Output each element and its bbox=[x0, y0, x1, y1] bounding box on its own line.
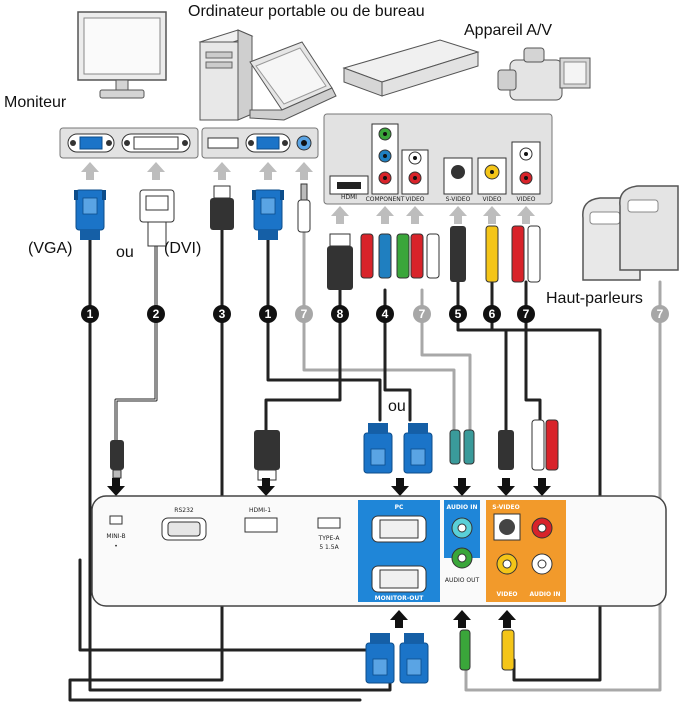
vga-plug-proj-1 bbox=[363, 422, 393, 474]
cable-number-usb: 3 bbox=[213, 305, 231, 323]
av-svideo-label: S-VIDEO bbox=[446, 196, 471, 203]
audio-plugs-proj bbox=[449, 429, 475, 465]
audio-plugs-av bbox=[511, 225, 541, 283]
computer-label: Ordinateur portable ou de bureau bbox=[188, 3, 425, 20]
svideo-plug-proj bbox=[498, 430, 514, 470]
usb-plug bbox=[210, 185, 234, 230]
projector-panel: MINI-B • RS232 HDMI-1 TYPE-A 5 1.5A PC M… bbox=[91, 495, 667, 607]
cable-number-audio-pc: 7 bbox=[295, 305, 313, 323]
cable-number-speakers: 7 bbox=[651, 305, 669, 323]
video-plug-top bbox=[485, 225, 499, 283]
hdmi-plug-bottom bbox=[254, 430, 280, 481]
svideo-plug-top bbox=[450, 226, 466, 282]
audio-out-label: AUDIO OUT bbox=[445, 577, 480, 584]
dvd-player-icon bbox=[342, 39, 480, 97]
vga-label: (VGA) bbox=[28, 240, 73, 257]
or-label-2: ou bbox=[388, 398, 406, 415]
audio-rca-plugs-comp bbox=[410, 233, 440, 279]
rca-plugs-proj bbox=[531, 419, 559, 471]
cable-number-video: 6 bbox=[483, 305, 501, 323]
vga-plug-pc bbox=[251, 189, 285, 241]
monitor-label: Moniteur bbox=[4, 94, 67, 111]
type-a-label: TYPE-A bbox=[318, 535, 341, 542]
audio-in-label: AUDIO IN bbox=[447, 504, 478, 511]
usb-plug-mini bbox=[110, 440, 124, 479]
audio-plug-pc bbox=[297, 183, 311, 233]
av-video3-label: VIDEO bbox=[516, 196, 535, 203]
cable-number-vga-pc: 1 bbox=[259, 305, 277, 323]
cable-number-dvi: 2 bbox=[147, 305, 165, 323]
cable-number-hdmi: 8 bbox=[331, 305, 349, 323]
video-label: VIDEO bbox=[496, 591, 517, 598]
vga-plug-bottom-1 bbox=[365, 632, 395, 684]
dvi-label: (DVI) bbox=[164, 240, 202, 257]
audio-plug-bottom bbox=[459, 629, 471, 671]
av-port-panel: HDMI COMPONENT VIDEO S-VIDEO VIDEO VIDEO bbox=[323, 113, 553, 205]
cable-number-audio-av: 7 bbox=[517, 305, 535, 323]
svg-text:•: • bbox=[114, 543, 118, 550]
vga-plug-monitor bbox=[73, 189, 107, 241]
hdmi-port-label: HDMI-1 bbox=[249, 507, 271, 514]
av-video-label: VIDEO bbox=[405, 196, 424, 203]
cable-number-svideo: 5 bbox=[449, 305, 467, 323]
speakers-icon bbox=[582, 185, 679, 281]
rs232-label: RS232 bbox=[174, 507, 194, 514]
computer-port-panel bbox=[201, 127, 319, 159]
av-video2-label: VIDEO bbox=[482, 196, 501, 203]
laptop-icon bbox=[249, 41, 337, 121]
av-device-label: Appareil A/V bbox=[464, 22, 553, 39]
monitor-out-label: MONITOR-OUT bbox=[375, 595, 425, 602]
or-label-1: ou bbox=[116, 244, 134, 261]
vga-plug-proj-2 bbox=[403, 422, 433, 474]
vga-plug-bottom-2 bbox=[399, 632, 429, 684]
monitor-icon bbox=[77, 11, 167, 99]
hdmi-plug-top bbox=[327, 233, 353, 290]
monitor-port-panel bbox=[59, 127, 199, 159]
s-video-label: S-VIDEO bbox=[492, 504, 519, 511]
component-plugs bbox=[360, 233, 410, 279]
type-a-power-label: 5 1.5A bbox=[319, 544, 339, 551]
audio-in-rca-label: AUDIO IN bbox=[530, 591, 561, 598]
av-hdmi-label: HDMI bbox=[341, 194, 357, 201]
cable-number-vga-monitor: 1 bbox=[81, 305, 99, 323]
cable-number-component: 4 bbox=[376, 305, 394, 323]
mini-b-label: MINI-B bbox=[106, 533, 125, 540]
cable-number-audio-comp: 7 bbox=[413, 305, 431, 323]
video-plug-bottom bbox=[501, 629, 515, 671]
pc-label: PC bbox=[395, 504, 404, 511]
av-component-label: COMPONENT bbox=[366, 196, 405, 203]
camcorder-icon bbox=[497, 47, 591, 101]
desktop-tower-icon bbox=[198, 29, 254, 121]
speakers-label: Haut-parleurs bbox=[546, 290, 643, 307]
dvi-plug bbox=[139, 189, 175, 247]
